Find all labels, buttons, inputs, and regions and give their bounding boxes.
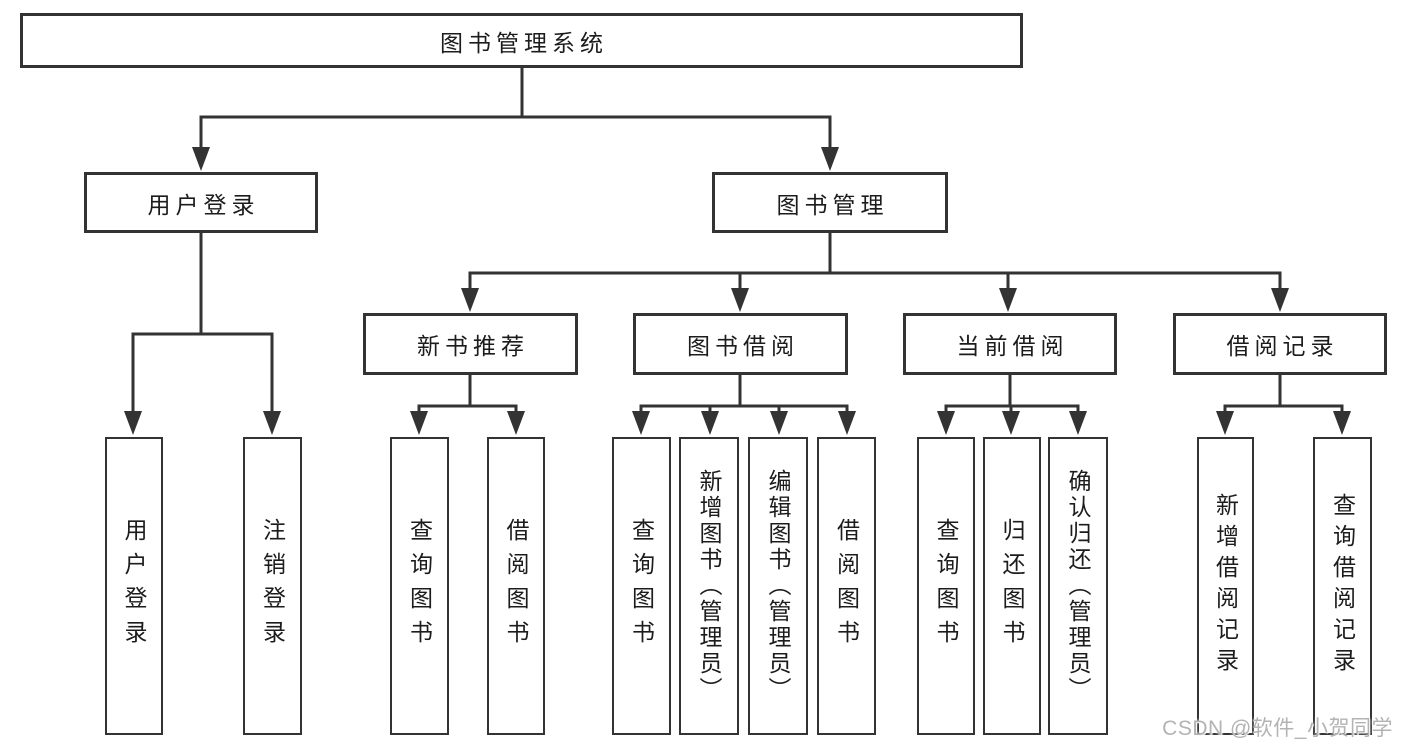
node-book-management: 图书管理 <box>712 172 948 233</box>
leaf-confirm-return-admin: 确认归还（管理员） <box>1048 437 1108 735</box>
arrowhead <box>1333 411 1351 435</box>
arrowhead <box>263 411 281 435</box>
arrowhead <box>124 411 142 435</box>
arrowhead <box>1271 288 1289 312</box>
node-new-book-recommend: 新书推荐 <box>363 313 578 375</box>
arrowhead <box>770 411 788 435</box>
connector-borrow-records-children <box>1216 373 1351 435</box>
arrowhead <box>410 411 428 435</box>
connector-new-book-recommend-children <box>410 373 525 435</box>
connector-current-borrow-children <box>937 373 1087 435</box>
arrowhead <box>999 288 1017 312</box>
arrowhead <box>937 411 955 435</box>
leaf-add-borrow-record: 新增借阅记录 <box>1197 437 1254 735</box>
arrowhead <box>731 288 749 312</box>
arrowhead <box>1069 411 1087 435</box>
arrowhead <box>507 411 525 435</box>
leaf-query-borrow-record: 查询借阅记录 <box>1313 437 1372 735</box>
arrowhead <box>1216 411 1234 435</box>
leaf-query-books-recommend: 查询图书 <box>390 437 449 735</box>
arrowhead <box>632 411 650 435</box>
connector-user-login-children <box>124 231 281 435</box>
node-current-borrow: 当前借阅 <box>903 313 1117 375</box>
leaf-return-books: 归还图书 <box>983 437 1041 735</box>
leaf-add-books-admin: 新增图书（管理员） <box>679 437 739 735</box>
node-borrow-records: 借阅记录 <box>1173 313 1387 375</box>
connector-book-management-children <box>461 231 1289 312</box>
arrowhead <box>1002 411 1020 435</box>
node-user-login: 用户登录 <box>84 172 318 233</box>
leaf-logout: 注销登录 <box>243 437 302 735</box>
node-system-root: 图书管理系统 <box>20 13 1023 68</box>
node-book-borrow: 图书借阅 <box>633 313 848 375</box>
leaf-query-books-current: 查询图书 <box>917 437 975 735</box>
connector-book-borrow-children <box>632 373 856 435</box>
arrowhead <box>192 147 210 171</box>
leaf-borrow-books-borrow: 借阅图书 <box>817 437 876 735</box>
leaf-borrow-books-recommend: 借阅图书 <box>487 437 545 735</box>
connector-root-to-level2 <box>192 66 839 171</box>
arrowhead <box>461 288 479 312</box>
arrowhead <box>701 411 719 435</box>
leaf-user-login: 用户登录 <box>105 437 163 735</box>
arrowhead <box>821 147 839 171</box>
leaf-query-books-borrow: 查询图书 <box>612 437 671 735</box>
arrowhead <box>838 411 856 435</box>
leaf-edit-books-admin: 编辑图书（管理员） <box>748 437 808 735</box>
